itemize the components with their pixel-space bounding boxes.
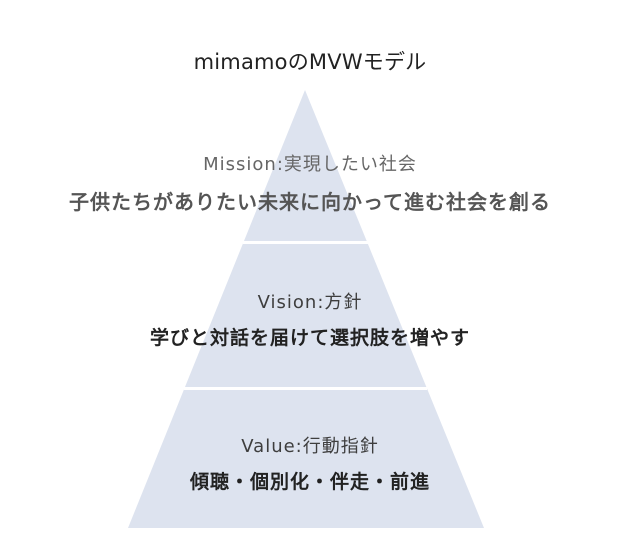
vision-text: 学びと対話を届けて選択肢を増やす	[149, 327, 470, 349]
mission-text: 子供たちがありたい未来に向かって進む社会を創る	[69, 190, 551, 214]
mission-label: Mission:実現したい社会	[203, 154, 417, 175]
pyramid-shape	[128, 90, 484, 528]
diagram-title: mimamoのMVWモデル	[193, 50, 427, 74]
value-text: 傾聴・個別化・伴走・前進	[189, 471, 430, 493]
value-label: Value:行動指針	[241, 436, 379, 457]
vision-label: Vision:方針	[257, 292, 363, 313]
